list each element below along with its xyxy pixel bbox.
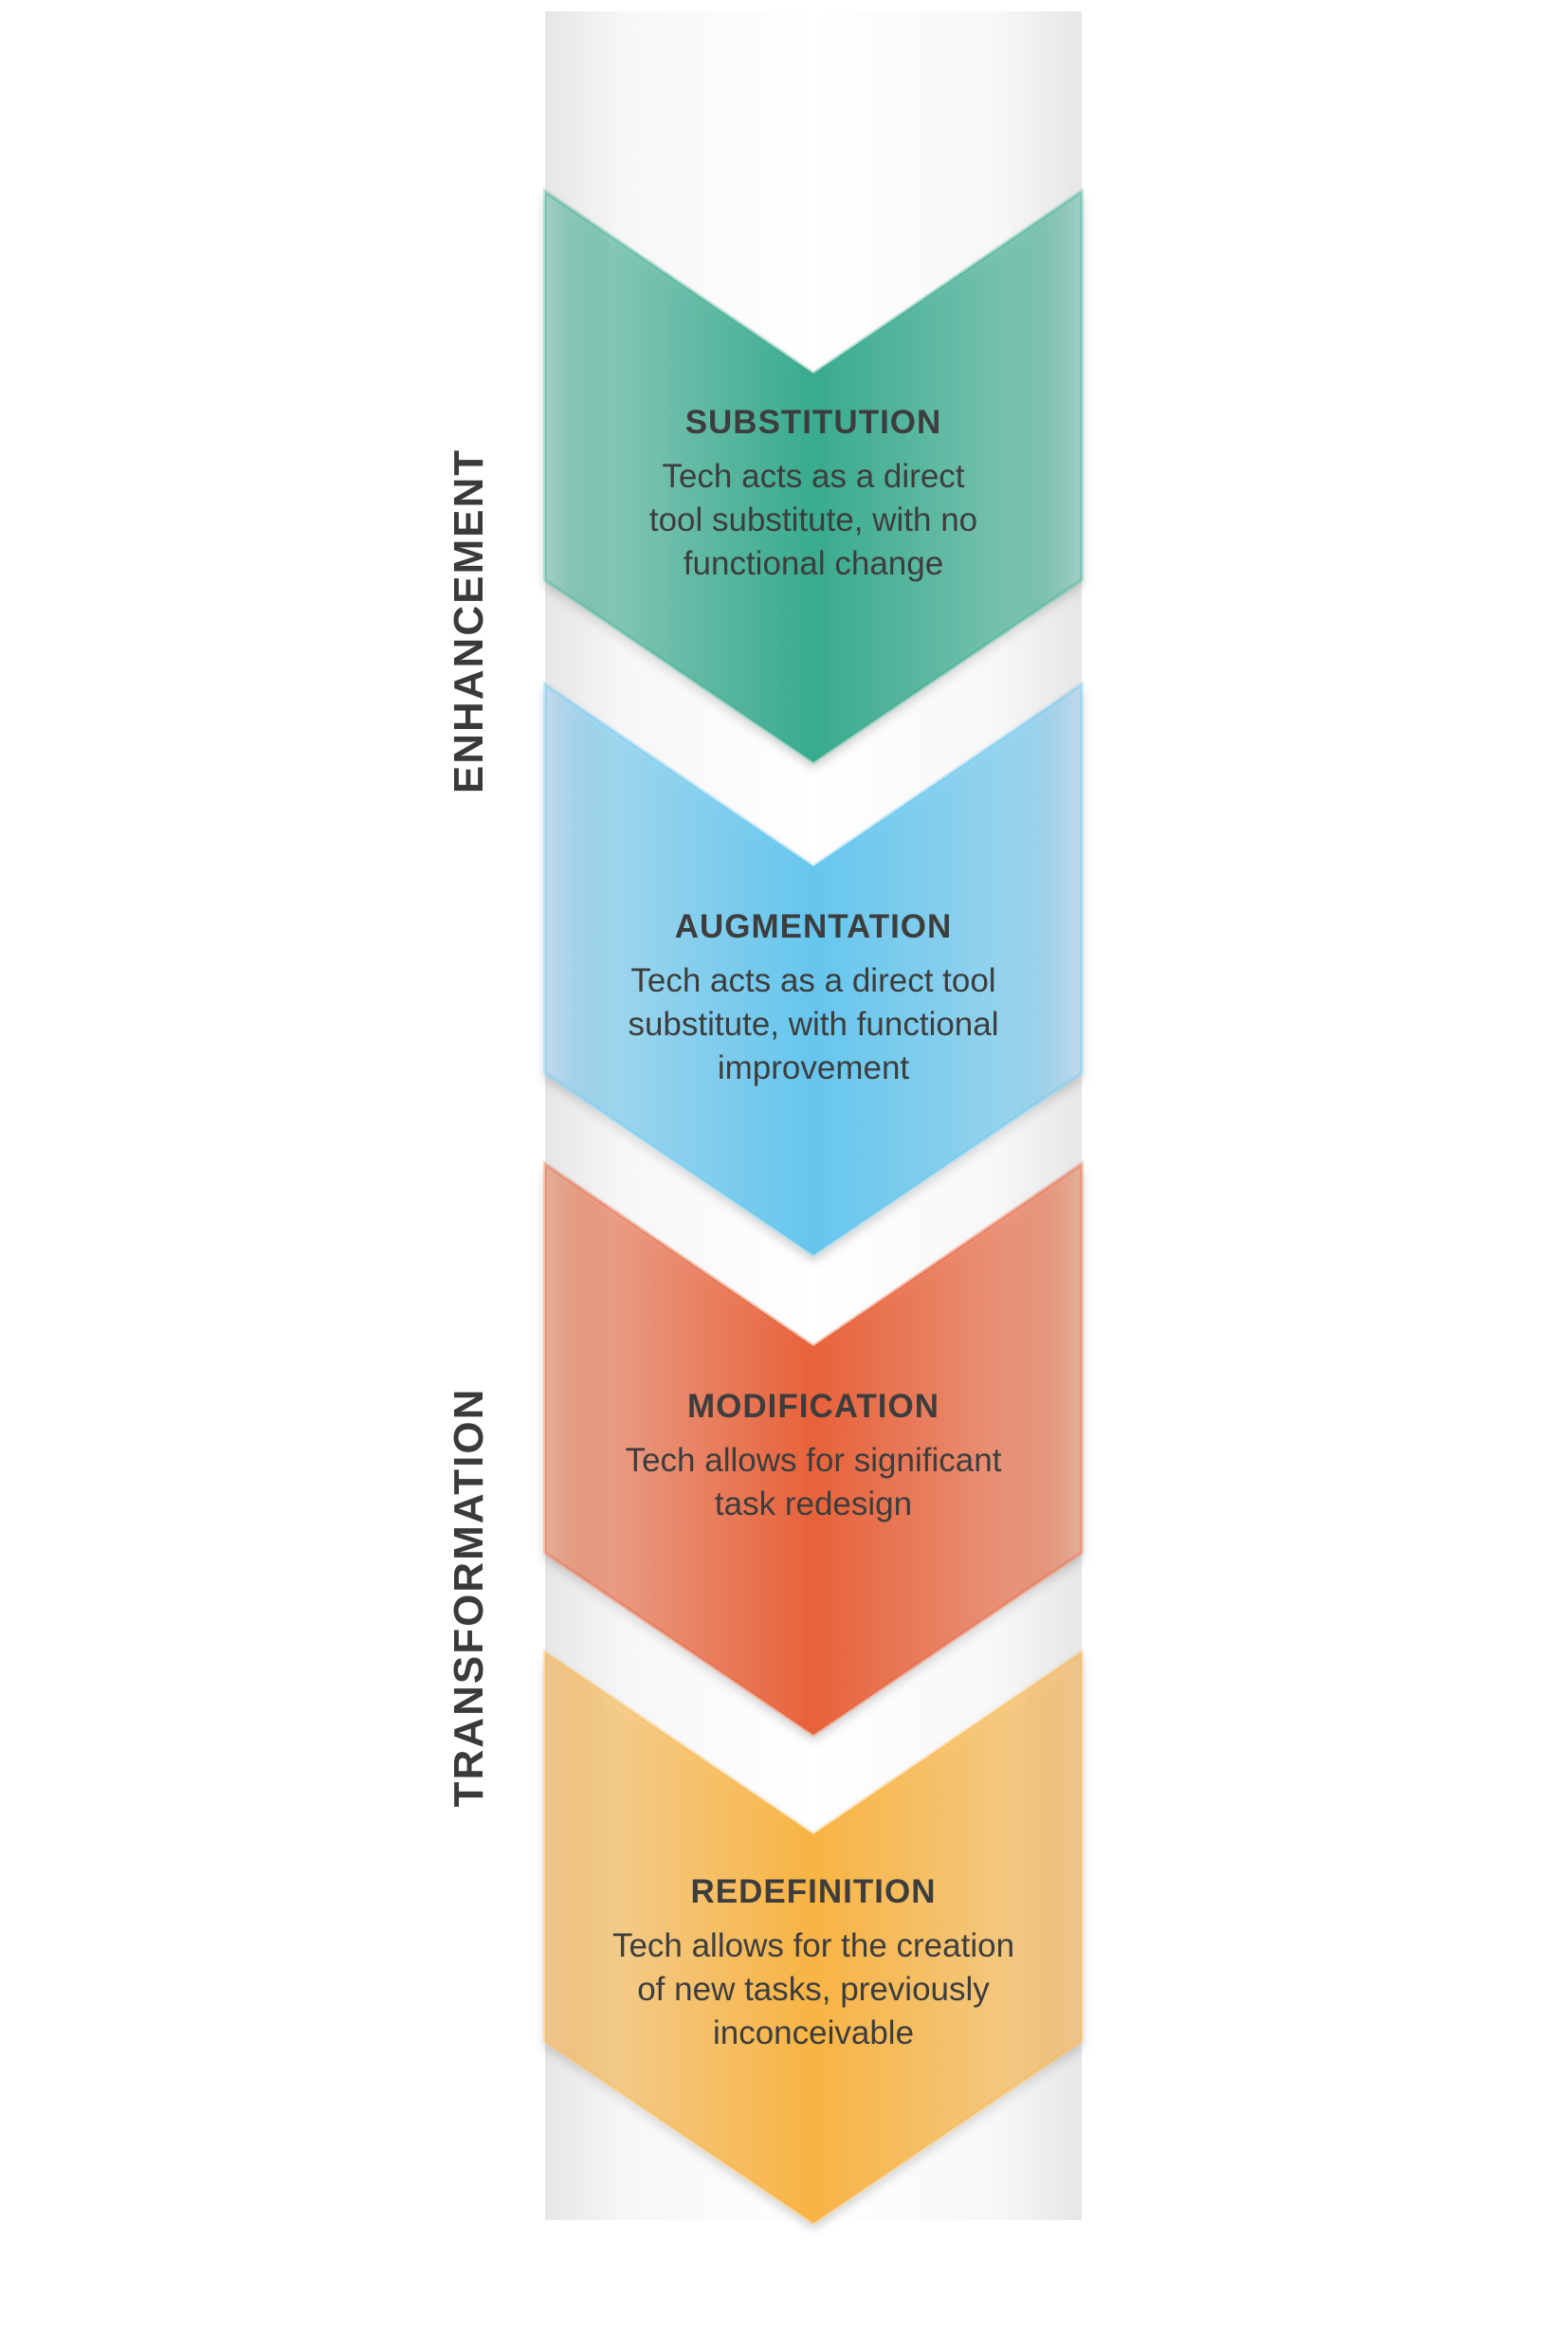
stage-description: Tech allows for the creation of new tasks… — [545, 1924, 1082, 2055]
stage-augmentation: AUGMENTATION Tech acts as a direct tool s… — [545, 908, 1082, 1090]
stage-title: SUBSTITUTION — [684, 404, 942, 441]
desc-line: improvement — [717, 1049, 910, 1086]
desc-line: inconceivable — [712, 2014, 915, 2051]
desc-line: of new tasks, previously — [637, 1971, 990, 2008]
chevron-redefinition — [543, 1649, 1084, 2226]
desc-line: Tech allows for the creation — [611, 1927, 1015, 1964]
desc-line: Tech allows for significant — [625, 1442, 1002, 1479]
chevron-modification — [543, 1160, 1084, 1738]
stage-description: Tech acts as a direct tool substitute, wi… — [545, 959, 1082, 1090]
chevron-substitution — [543, 188, 1084, 765]
chevron-augmentation — [543, 681, 1084, 1258]
group-label-transformation: TRANSFORMATION — [446, 1387, 492, 1808]
stage-title: REDEFINITION — [690, 1873, 937, 1910]
group-label-enhancement: ENHANCEMENT — [446, 447, 492, 794]
stage-redefinition: REDEFINITION Tech allows for the creatio… — [545, 1873, 1082, 2055]
desc-line: tool substitute, with no — [648, 501, 978, 538]
desc-line: task redesign — [714, 1485, 913, 1522]
desc-line: Tech acts as a direct — [662, 458, 965, 495]
stage-title: MODIFICATION — [686, 1388, 940, 1425]
desc-line: Tech acts as a direct tool — [630, 962, 996, 999]
desc-line: functional change — [683, 545, 944, 582]
desc-line: substitute, with functional — [628, 1006, 999, 1043]
stage-title: AUGMENTATION — [674, 908, 953, 945]
stage-description: Tech acts as a direct tool substitute, wi… — [545, 455, 1082, 586]
stage-description: Tech allows for significant task redesign — [545, 1439, 1082, 1526]
stage-substitution: SUBSTITUTION Tech acts as a direct tool s… — [545, 404, 1082, 586]
stage-modification: MODIFICATION Tech allows for significant… — [545, 1388, 1082, 1526]
